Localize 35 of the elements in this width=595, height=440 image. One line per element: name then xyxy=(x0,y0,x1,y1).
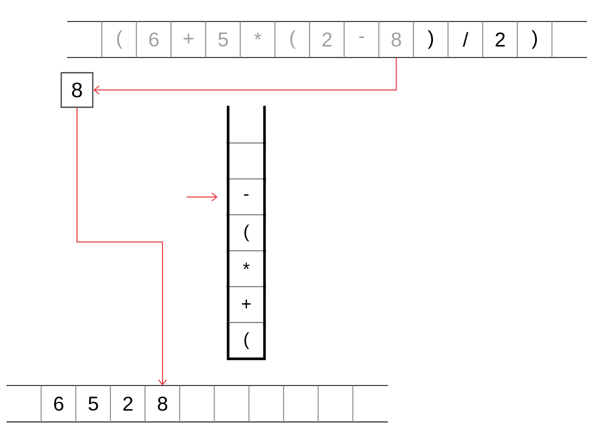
arrow xyxy=(93,57,397,94)
tape-cell: 2 xyxy=(309,20,345,58)
tape-cell xyxy=(6,384,42,422)
tape-cell xyxy=(352,384,388,422)
tape-cell: 2 xyxy=(110,384,146,422)
tape-cell: 2 xyxy=(482,20,518,58)
tape-cell: - xyxy=(344,20,380,58)
tape-cell xyxy=(67,20,102,58)
tape-cell: * xyxy=(240,20,276,58)
tape-cell: ( xyxy=(274,20,310,58)
tape-cell xyxy=(248,384,284,422)
tape-cell: 5 xyxy=(205,20,241,58)
tape-cell: 8 xyxy=(378,20,414,58)
tape-cell: 8 xyxy=(144,384,180,422)
tape-cell: 5 xyxy=(75,384,111,422)
arrow xyxy=(186,192,218,202)
tape-cell xyxy=(214,384,250,422)
stack-cell: + xyxy=(226,285,266,324)
tape-cell: ) xyxy=(412,20,448,58)
tape-cell: + xyxy=(170,20,206,58)
tape-cell: ) xyxy=(516,20,552,58)
tape-cell xyxy=(179,384,215,422)
value-box: 8 xyxy=(60,72,94,108)
tape-cell xyxy=(318,384,354,422)
tape-cell xyxy=(551,20,587,58)
tape-cell: ( xyxy=(101,20,137,58)
tape-cell: 6 xyxy=(136,20,172,58)
tape-cell: / xyxy=(448,20,484,58)
stack-cell: ( xyxy=(226,322,266,360)
stack-cell: * xyxy=(226,249,266,288)
stack-cell: - xyxy=(226,178,266,216)
tape-cell xyxy=(283,384,319,422)
tape-cell: 6 xyxy=(40,384,76,422)
arrow xyxy=(76,107,168,386)
stack-cell: ( xyxy=(226,214,266,252)
